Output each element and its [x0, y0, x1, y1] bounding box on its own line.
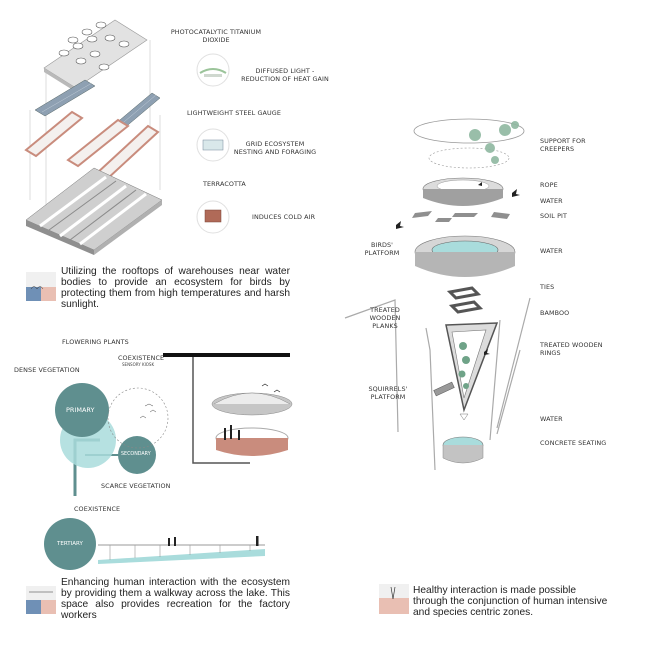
label-coexistence-top: COEXISTENCE	[118, 354, 165, 362]
coexistence-zone	[107, 387, 169, 449]
label-secondary: SECONDARY	[121, 452, 151, 457]
label-steel-gauge: LIGHTWEIGHT STEEL GAUGE	[187, 109, 281, 117]
label-support-creepers: SUPPORT FOR CREEPERS	[540, 137, 586, 153]
roof-description: Utilizing the rooftops of warehouses nea…	[61, 266, 290, 310]
label-treated-planks: TREATED WOODEN PLANKS	[369, 306, 401, 330]
label-water-3: WATER	[540, 415, 563, 423]
label-ties: TIES	[540, 283, 555, 291]
label-diffused-light: DIFFUSED LIGHT - REDUCTION OF HEAT GAIN	[241, 67, 329, 83]
label-terracotta: TERRACOTTA	[203, 180, 246, 188]
lake-walkway	[98, 536, 265, 564]
zones-diagram	[44, 353, 293, 570]
creeper-foliage	[469, 121, 519, 164]
label-coexistence-mid: COEXISTENCE	[74, 505, 121, 513]
label-treated-rings: TREATED WOODEN RINGS	[540, 341, 603, 357]
label-rope: ROPE	[540, 181, 558, 189]
roof-legend-swatch	[26, 272, 56, 301]
label-birds-platform: BIRDS' PLATFORM	[364, 241, 400, 257]
zones-legend-swatch	[26, 586, 56, 614]
label-water-2: WATER	[540, 247, 563, 255]
sensory-kiosk	[211, 383, 293, 456]
titanium-panel	[43, 19, 148, 92]
roof-exploded-axonometric	[24, 19, 230, 255]
tower-legend-swatch	[379, 584, 409, 614]
label-sensory-kiosk: SENSORY KIOSK	[122, 362, 155, 367]
label-water-1: WATER	[540, 197, 563, 205]
label-squirrels-platform: SQUIRRELS' PLATFORM	[368, 385, 408, 401]
bird-tower	[344, 118, 531, 471]
label-concrete-seating: CONCRETE SEATING	[540, 439, 607, 447]
label-bamboo: BAMBOO	[540, 309, 570, 317]
corrugated-roof	[25, 167, 163, 255]
label-dense-vegetation: DENSE VEGETATION	[14, 366, 80, 374]
roof-detail-bubbles	[196, 53, 230, 234]
zones-description: Enhancing human interaction with the eco…	[61, 577, 290, 621]
secondary-zone	[118, 436, 156, 474]
terracotta-trays	[24, 110, 160, 182]
label-tertiary: TERTIARY	[57, 541, 83, 547]
label-primary: PRIMARY	[66, 406, 95, 414]
label-scarce-vegetation: SCARCE VEGETATION	[101, 482, 171, 490]
label-cold-air: INDUCES COLD AIR	[252, 213, 316, 221]
tower-description: Healthy interaction is made possible thr…	[413, 585, 608, 618]
primary-zone	[55, 383, 109, 437]
tertiary-zone	[44, 518, 96, 570]
label-titanium: PHOTOCATALYTIC TITANIUM DIOXIDE	[170, 28, 262, 44]
label-flowering-plants: FLOWERING PLANTS	[62, 338, 129, 346]
label-soil-pit: SOIL PIT	[540, 212, 568, 220]
label-grid-ecosystem: GRID ECOSYSTEM NESTING AND FORAGING	[233, 140, 317, 156]
